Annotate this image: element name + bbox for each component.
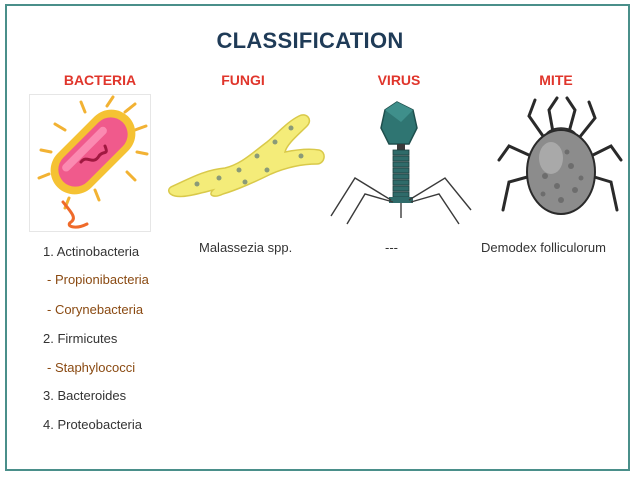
category-mite: MITE xyxy=(539,72,573,88)
list-item: - Staphylococci xyxy=(47,360,136,375)
list-item: 4. Proteobacteria xyxy=(43,417,143,432)
list-item: 3. Bacteroides xyxy=(43,388,127,403)
list-item: 2. Firmicutes xyxy=(43,331,118,346)
category-virus: VIRUS xyxy=(377,72,421,88)
page-title: CLASSIFICATION xyxy=(216,28,404,53)
fungi-example: Malassezia spp. xyxy=(199,240,293,255)
mite-example: Demodex folliculorum xyxy=(481,240,606,255)
virus-icon xyxy=(330,101,472,225)
mite-icon xyxy=(497,96,623,215)
category-bacteria: BACTERIA xyxy=(63,72,137,88)
list-item: 1. Actinobacteria xyxy=(43,244,140,259)
virus-example: --- xyxy=(385,240,398,255)
category-fungi: FUNGI xyxy=(221,72,265,88)
list-item: - Propionibacteria xyxy=(47,272,149,287)
slide-frame: CLASSIFICATION BACTERIA FUNGI VIRUS MITE xyxy=(5,4,630,471)
list-item: - Corynebacteria xyxy=(47,302,144,317)
fungi-icon xyxy=(168,114,325,198)
bacteria-icon xyxy=(29,94,151,232)
